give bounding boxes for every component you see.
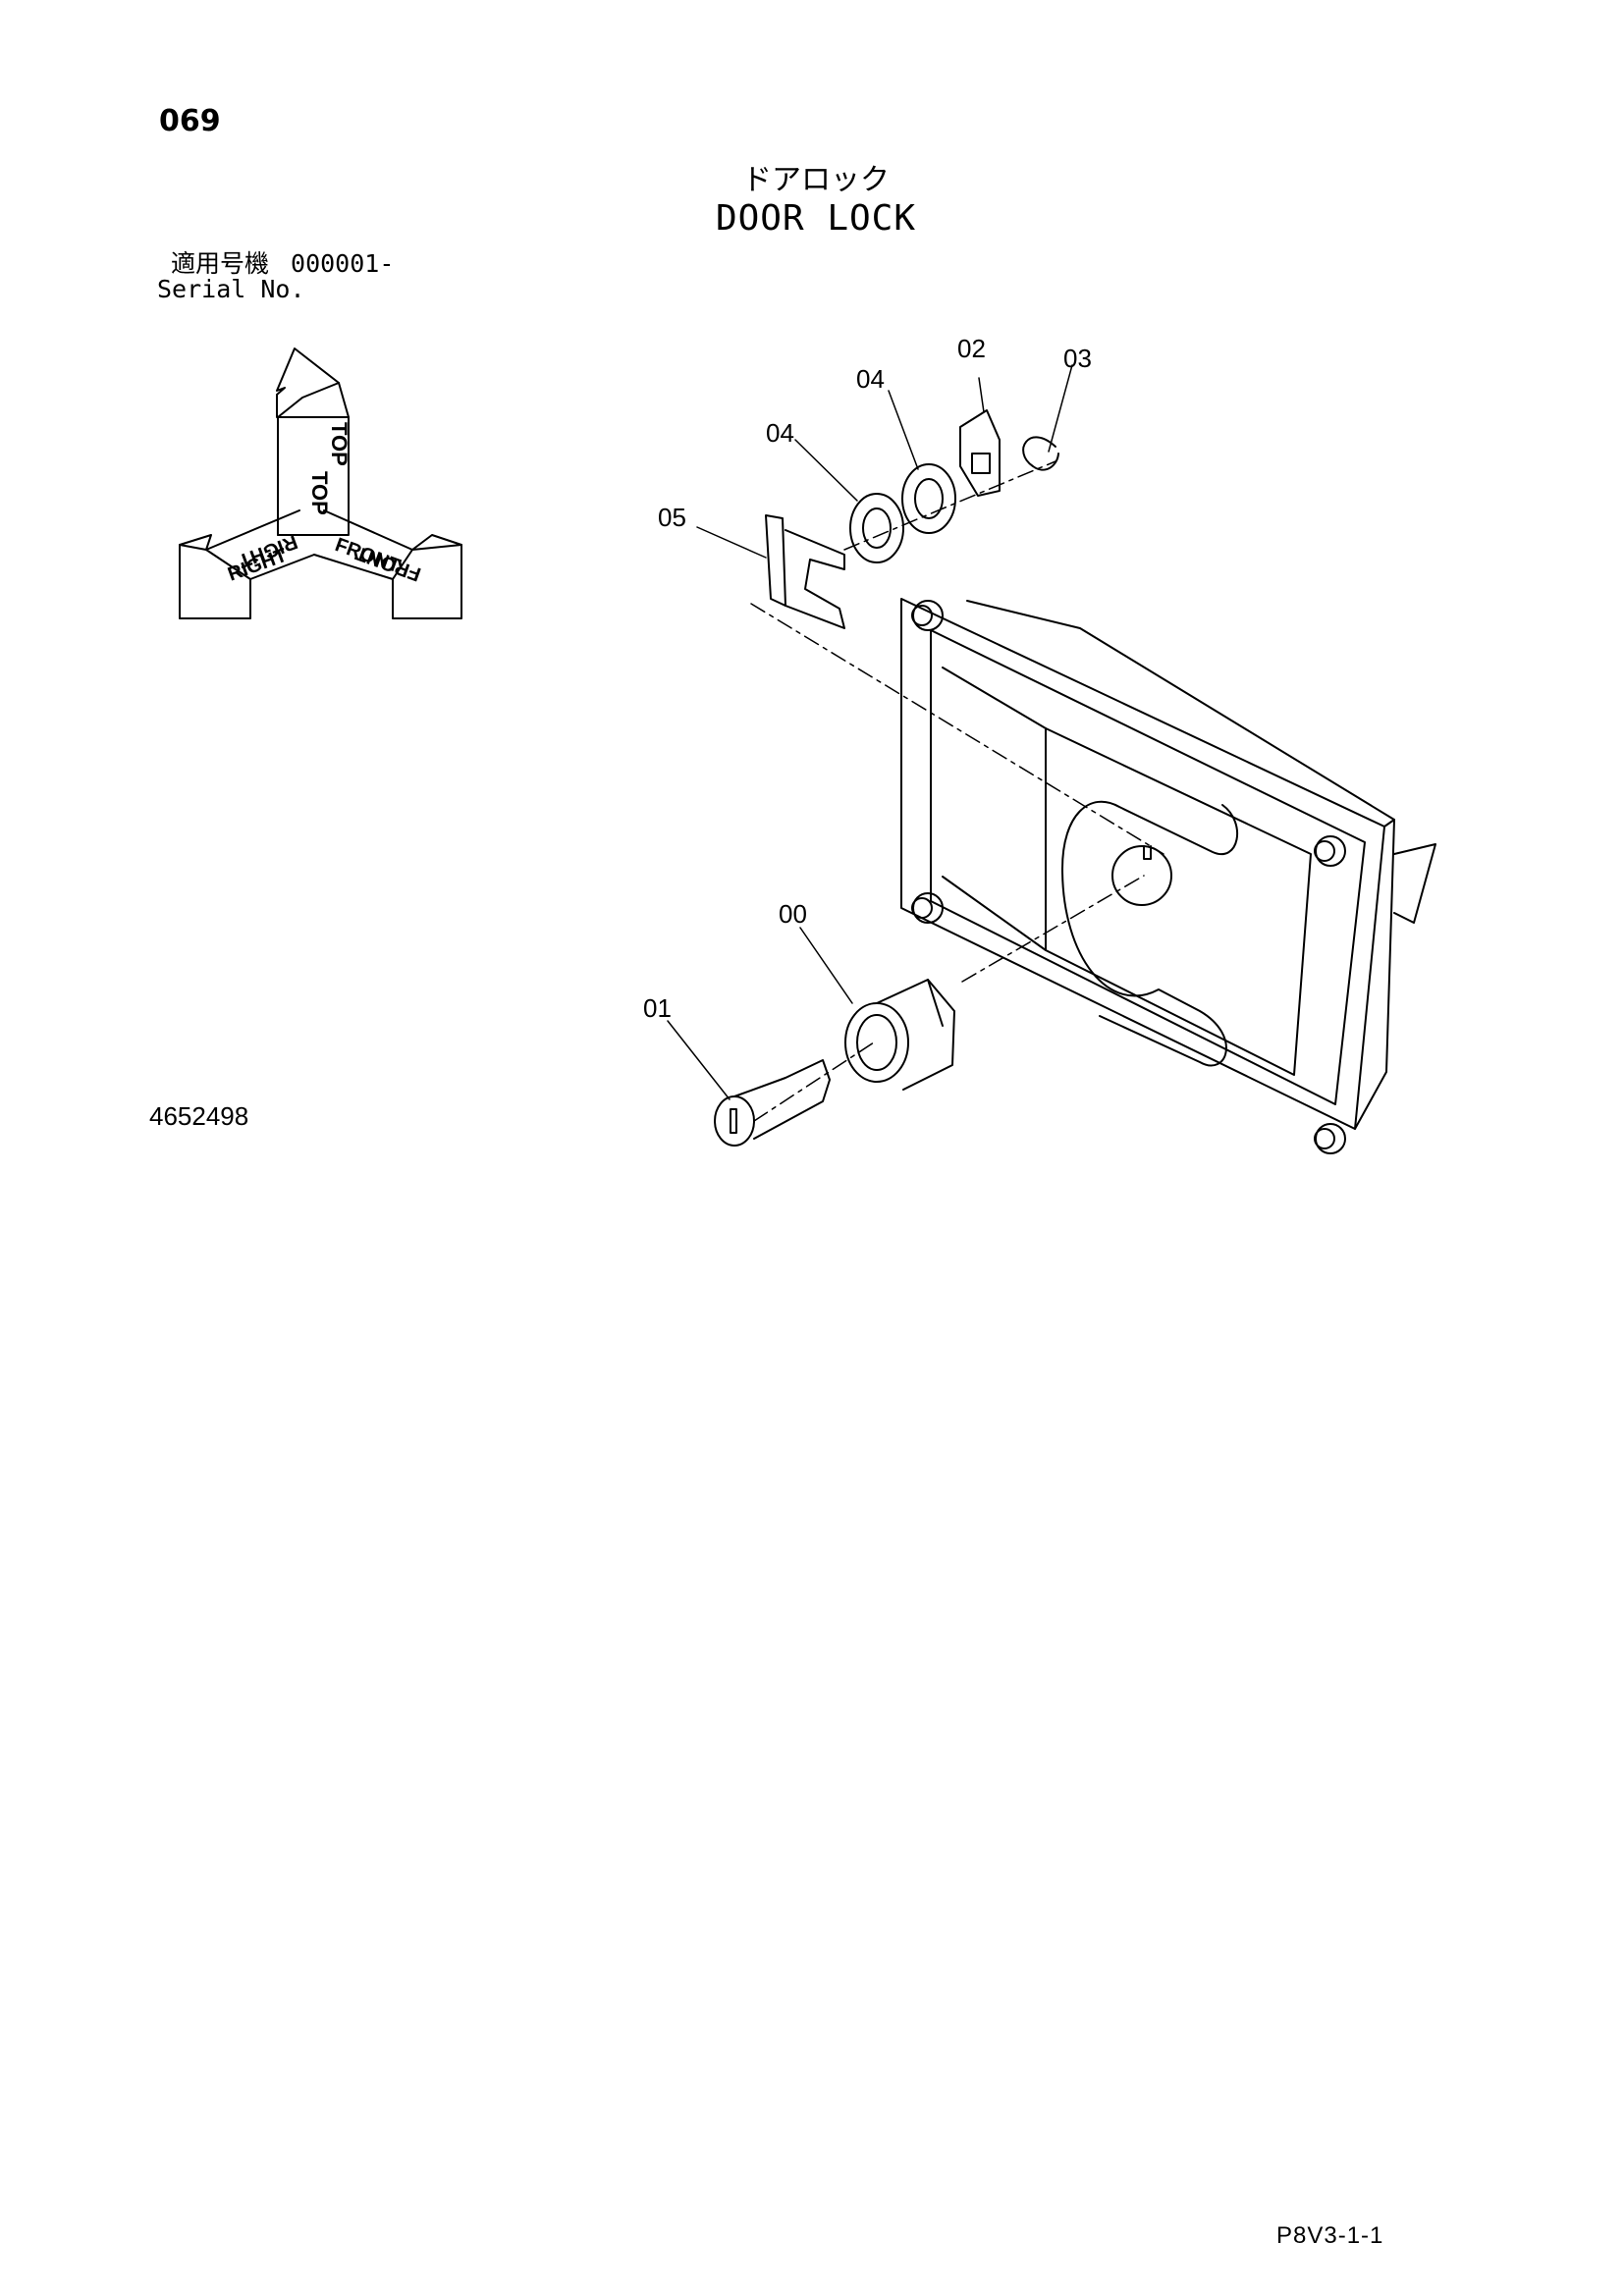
callout-05: 05 (658, 503, 686, 532)
label-top-shadow: TOP (327, 422, 352, 466)
part-00-bezel (844, 979, 955, 1091)
serial-value: 000001- (291, 249, 395, 278)
callout-04-lower: 04 (766, 418, 794, 448)
diagram-code: 4652498 (149, 1101, 249, 1131)
title-japanese: ドアロック (742, 163, 890, 197)
part-05-clip (765, 514, 845, 629)
serial-label-japanese: 適用号機 (171, 249, 270, 278)
label-top: TOP (307, 471, 332, 515)
title-english: DOOR LOCK (715, 198, 917, 239)
orientation-indicator: TOP TOP RIGHT RIGHT FRONT FRONT (179, 347, 462, 619)
part-03-eclip (1022, 436, 1059, 471)
serial-info: 適用号機 000001- Serial No. (157, 251, 394, 302)
part-04-washer-a (849, 493, 904, 563)
part-04-washer-b (901, 463, 956, 534)
callout-00: 00 (779, 899, 807, 929)
callout-03: 03 (1063, 344, 1092, 373)
part-01-cylinder (714, 1059, 831, 1147)
page-number: 069 (159, 104, 221, 138)
callout-04-upper: 04 (856, 364, 885, 394)
callout-02: 02 (957, 334, 986, 363)
callout-labels: 02 03 04 04 05 00 01 (643, 334, 1092, 1023)
part-02-cam (959, 409, 1001, 497)
assembly-lines (750, 460, 1164, 1122)
lock-housing (900, 598, 1436, 1154)
leader-lines (667, 364, 1073, 1100)
serial-label-english: Serial No. (157, 275, 305, 303)
footer-code: P8V3-1-1 (1276, 2222, 1384, 2249)
callout-01: 01 (643, 993, 672, 1023)
serial-row: 適用号機 000001- (157, 251, 394, 277)
